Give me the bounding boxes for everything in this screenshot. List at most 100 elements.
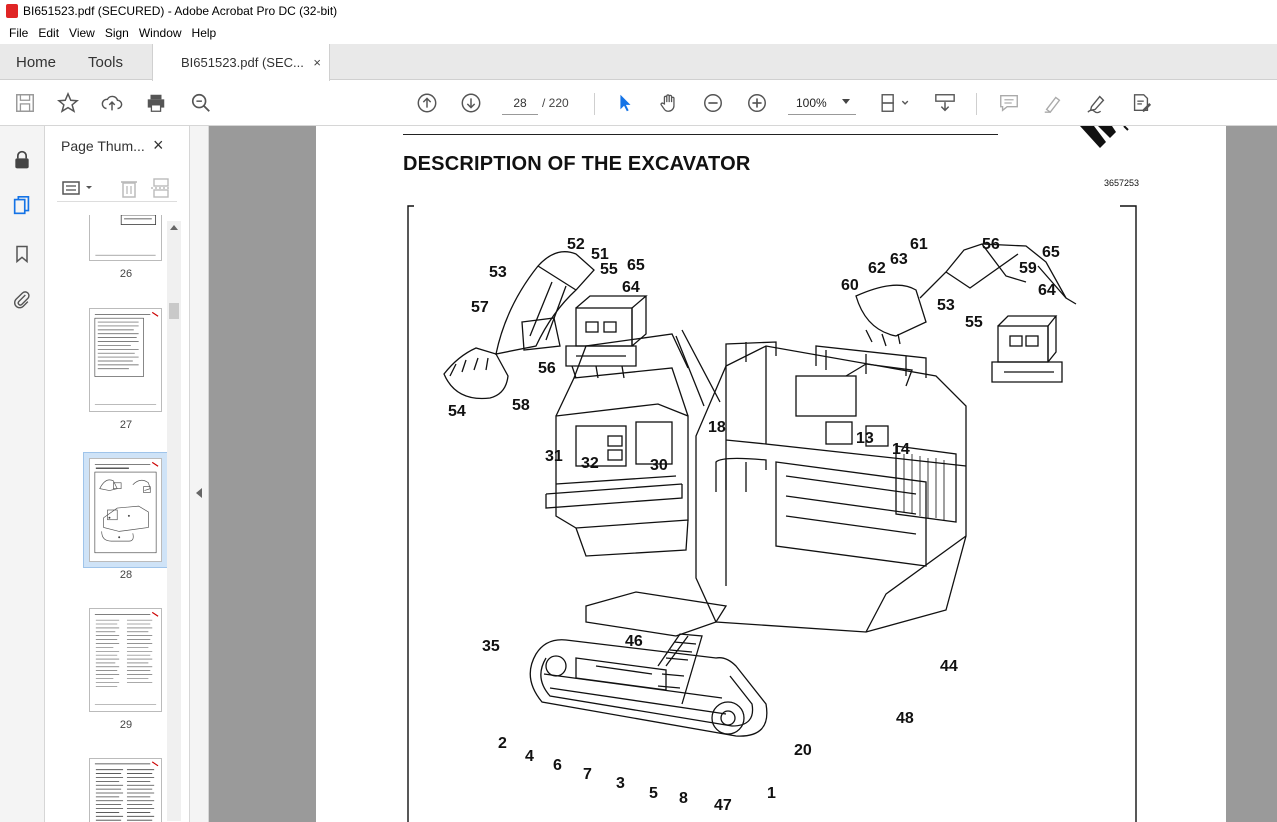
chevron-down-icon: [842, 99, 850, 104]
menu-help[interactable]: Help: [191, 26, 217, 40]
tab-document[interactable]: BI651523.pdf (SEC... ×: [152, 44, 330, 81]
scrollbar-thumb[interactable]: [169, 303, 179, 319]
thumbnail-page-label: 26: [119, 268, 133, 280]
menu-edit[interactable]: Edit: [38, 26, 60, 40]
page-total: / 220: [542, 96, 569, 110]
close-tab-icon[interactable]: ×: [313, 55, 321, 70]
callout-label: 8: [679, 790, 688, 807]
star-icon[interactable]: [56, 91, 80, 115]
callout-label: 44: [940, 658, 958, 675]
collapse-panel-strip[interactable]: [190, 126, 209, 822]
pdf-app-icon: [6, 4, 18, 18]
thumbnails-scrollbar[interactable]: [167, 221, 181, 821]
zoom-search-icon[interactable]: [189, 91, 213, 115]
tab-document-label: BI651523.pdf (SEC...: [181, 55, 304, 70]
edit-pdf-icon[interactable]: [1129, 91, 1153, 115]
zoom-out-icon[interactable]: [701, 91, 725, 115]
page-thumbnail[interactable]: [89, 214, 162, 261]
comment-icon[interactable]: [997, 91, 1021, 115]
menu-window[interactable]: Window: [138, 26, 182, 40]
insert-page-icon[interactable]: [151, 177, 171, 202]
callout-label: 4: [525, 748, 534, 765]
next-page-icon[interactable]: [459, 91, 483, 115]
callout-label: 61: [910, 236, 928, 253]
callout-label: 32: [581, 455, 599, 472]
page-thumbnail-current[interactable]: [89, 458, 162, 562]
cloud-upload-icon[interactable]: [100, 91, 124, 115]
document-viewer[interactable]: DESCRIPTION OF THE EXCAVATOR 3657253: [209, 126, 1277, 822]
bookmark-icon[interactable]: [10, 242, 34, 266]
thumbnail-page-label: 29: [119, 719, 133, 731]
highlight-pen-icon[interactable]: [1041, 91, 1065, 115]
callout-label: 56: [982, 236, 1000, 253]
thumbnail-page-label: 27: [119, 419, 133, 431]
scroll-up-icon[interactable]: [170, 225, 178, 230]
menu-bar: File Edit View Sign Window Help: [0, 22, 1277, 44]
thumbnail-page-label: 28: [119, 569, 133, 581]
callout-label: 56: [538, 360, 556, 377]
zoom-level-value: 100%: [796, 95, 827, 110]
page-thumbnail[interactable]: [89, 758, 162, 822]
callout-label: 57: [471, 299, 489, 316]
callout-label: 35: [482, 638, 500, 655]
tab-bar: Home Tools BI651523.pdf (SEC... ×: [0, 44, 1277, 81]
callout-label: 46: [625, 633, 643, 650]
attachment-icon[interactable]: [10, 288, 34, 312]
callout-label: 2: [498, 735, 507, 752]
callout-label: 64: [622, 279, 640, 296]
page-fit-icon[interactable]: [878, 91, 912, 115]
callout-label: 3: [616, 775, 625, 792]
callout-label: 52: [567, 236, 585, 253]
thumbnail-options-icon[interactable]: [61, 178, 97, 201]
left-rail: [0, 126, 45, 822]
collapse-left-arrow-icon[interactable]: [196, 488, 202, 498]
header-rule: [403, 134, 998, 135]
tab-tools[interactable]: Tools: [88, 53, 124, 71]
menu-view[interactable]: View: [69, 26, 95, 40]
print-icon[interactable]: [144, 91, 168, 115]
tab-home[interactable]: Home: [16, 53, 57, 71]
scroll-mode-icon[interactable]: [933, 91, 957, 115]
lock-icon[interactable]: [10, 148, 34, 172]
sign-pen-icon[interactable]: [1085, 91, 1109, 115]
callout-label: 20: [794, 742, 812, 759]
previous-page-icon[interactable]: [415, 91, 439, 115]
window-title: BI651523.pdf (SECURED) - Adobe Acrobat P…: [23, 4, 338, 18]
callout-label: 30: [650, 457, 668, 474]
callout-label: 64: [1038, 282, 1056, 299]
callout-label: 13: [856, 430, 874, 447]
menu-sign[interactable]: Sign: [104, 26, 129, 40]
callout-label: 55: [965, 314, 983, 331]
callout-label: 51: [591, 246, 609, 263]
page-number-input[interactable]: [502, 91, 538, 115]
page-title: DESCRIPTION OF THE EXCAVATOR: [403, 153, 751, 175]
close-panel-icon[interactable]: ×: [153, 135, 164, 155]
callout-label: 60: [841, 277, 859, 294]
thumbnails-panel: Page Thum... × 26 27 28 29: [45, 126, 190, 822]
menu-file[interactable]: File: [9, 26, 29, 40]
callout-label: 53: [489, 264, 507, 281]
thumbnail-tools: [57, 174, 177, 202]
callout-label: 65: [1042, 244, 1060, 261]
callout-label: 55: [600, 261, 618, 278]
callout-label: 54: [448, 403, 466, 420]
hand-tool-icon[interactable]: [657, 91, 681, 115]
toolbar-separator: [976, 93, 977, 115]
save-icon[interactable]: [13, 91, 37, 115]
select-cursor-icon[interactable]: [613, 91, 637, 115]
zoom-in-icon[interactable]: [745, 91, 769, 115]
title-bar: BI651523.pdf (SECURED) - Adobe Acrobat P…: [0, 0, 1277, 22]
callout-label: 14: [892, 441, 910, 458]
page-thumbnail[interactable]: [89, 308, 162, 412]
figure-frame: [407, 205, 1137, 822]
excavator-illustration: [443, 243, 1077, 737]
pdf-page: DESCRIPTION OF THE EXCAVATOR 3657253: [316, 126, 1226, 822]
callout-label: 58: [512, 397, 530, 414]
zoom-level-select[interactable]: 100%: [788, 91, 856, 115]
page-thumbnail[interactable]: [89, 608, 162, 712]
document-number: 3657253: [1104, 178, 1140, 188]
callout-label: 53: [937, 297, 955, 314]
delete-page-icon[interactable]: [119, 177, 139, 202]
page-thumbnails-icon[interactable]: [10, 194, 34, 218]
toolbar-separator: [594, 93, 595, 115]
